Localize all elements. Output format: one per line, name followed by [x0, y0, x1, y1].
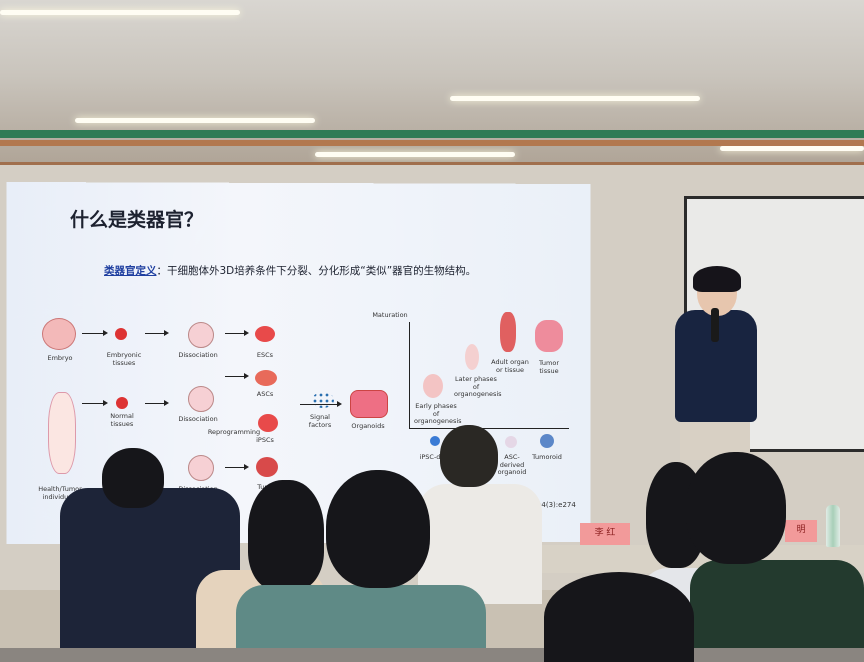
- arrow: [145, 400, 169, 406]
- ceiling-beam: [0, 130, 864, 138]
- tumoroid-illustration: [540, 434, 554, 448]
- diagram-label: Early phases of organogenesis: [414, 402, 462, 425]
- diagram-label: Dissociation: [178, 415, 218, 423]
- slide-definition: 类器官定义：干细胞体外3D培养条件下分裂、分化形成“类似”器官的生物结构。: [104, 263, 476, 278]
- audience-member: [418, 484, 542, 604]
- diagram-label: Embryo: [47, 354, 73, 362]
- slide-citation: 17;4(3):e274: [530, 501, 576, 509]
- dish-illustration: [188, 455, 214, 481]
- diagram-label: iPSCs: [256, 436, 274, 444]
- water-bottle: [826, 505, 840, 547]
- arrow: [225, 330, 249, 336]
- ceiling-light: [75, 118, 315, 123]
- y-axis: [409, 322, 410, 428]
- ceiling-light: [450, 96, 700, 101]
- diagram-label: Tumor tissue: [538, 359, 560, 375]
- ceiling-light: [720, 146, 864, 151]
- signal-dots-illustration: [312, 392, 334, 408]
- ceiling: [0, 0, 864, 190]
- definition-term: 类器官定义: [104, 265, 157, 277]
- arrow: [82, 400, 108, 406]
- definition-text: ：干细胞体外3D培养条件下分裂、分化形成“类似”器官的生物结构。: [156, 265, 477, 277]
- speaker-hair: [693, 266, 741, 292]
- tissue-illustration: [115, 328, 127, 340]
- x-axis: [409, 428, 569, 429]
- diagram-label: Organoids: [351, 422, 385, 430]
- ceiling-light: [0, 10, 240, 15]
- audience-head: [248, 480, 324, 590]
- ipsc-organoid-illustration: [430, 436, 440, 446]
- dish-illustration: [188, 322, 214, 348]
- later-phase-illustration: [465, 344, 479, 370]
- diagram-label: Dissociation: [178, 351, 218, 359]
- diagram-label: ESCs: [256, 351, 274, 359]
- microphone: [711, 308, 719, 342]
- audience-head: [440, 425, 498, 487]
- diagram-label: Tumoroid: [532, 453, 562, 461]
- cell-cluster-illustration: [258, 414, 278, 432]
- diagram-label: ASCs: [256, 390, 274, 398]
- audience-member: [236, 585, 486, 648]
- audience-member: [690, 560, 864, 648]
- y-axis-label: Maturation: [372, 311, 408, 319]
- diagram-label: Reprogramming: [207, 428, 261, 436]
- arrow: [225, 373, 249, 379]
- asc-organoid-illustration: [505, 436, 517, 448]
- diagram-label: Signal factors: [308, 413, 332, 429]
- adult-organ-illustration: [500, 312, 516, 352]
- name-card: 明: [785, 520, 817, 542]
- tumor-tissue-illustration: [535, 320, 563, 352]
- early-phase-illustration: [423, 374, 443, 398]
- diagram-label: Normal tissues: [110, 412, 134, 428]
- arrow: [145, 330, 169, 336]
- diagram-label: ASC-derived organoid: [497, 453, 527, 476]
- diagram-label: Adult organ or tissue: [491, 358, 529, 374]
- human-body-illustration: [48, 392, 76, 474]
- audience-head: [326, 470, 430, 588]
- embryo-illustration: [42, 318, 76, 350]
- diagram-label: Health/Tumor individuals: [38, 485, 82, 501]
- cell-cluster-illustration: [255, 370, 277, 386]
- cell-cluster-illustration: [255, 326, 275, 342]
- tissue-illustration: [116, 397, 128, 409]
- diagram-label: Later phases of organogenesis: [454, 375, 502, 398]
- arrow: [82, 330, 108, 336]
- dish-illustration: [188, 386, 214, 412]
- diagram-label: Embryonic tissues: [106, 351, 142, 367]
- name-card: 李 红: [580, 523, 630, 545]
- audience-head: [102, 448, 164, 508]
- arrow: [300, 401, 342, 407]
- ceiling-beam: [0, 140, 864, 146]
- diagram-label: iPSC-de: [419, 453, 445, 461]
- slide-title: 什么是类器官？: [70, 209, 204, 231]
- arrow: [225, 464, 249, 470]
- cell-cluster-illustration: [256, 457, 278, 477]
- audience-head: [686, 452, 786, 564]
- ceiling-light: [315, 152, 515, 157]
- audience-head: [544, 572, 694, 662]
- organoid-dish-illustration: [350, 390, 388, 418]
